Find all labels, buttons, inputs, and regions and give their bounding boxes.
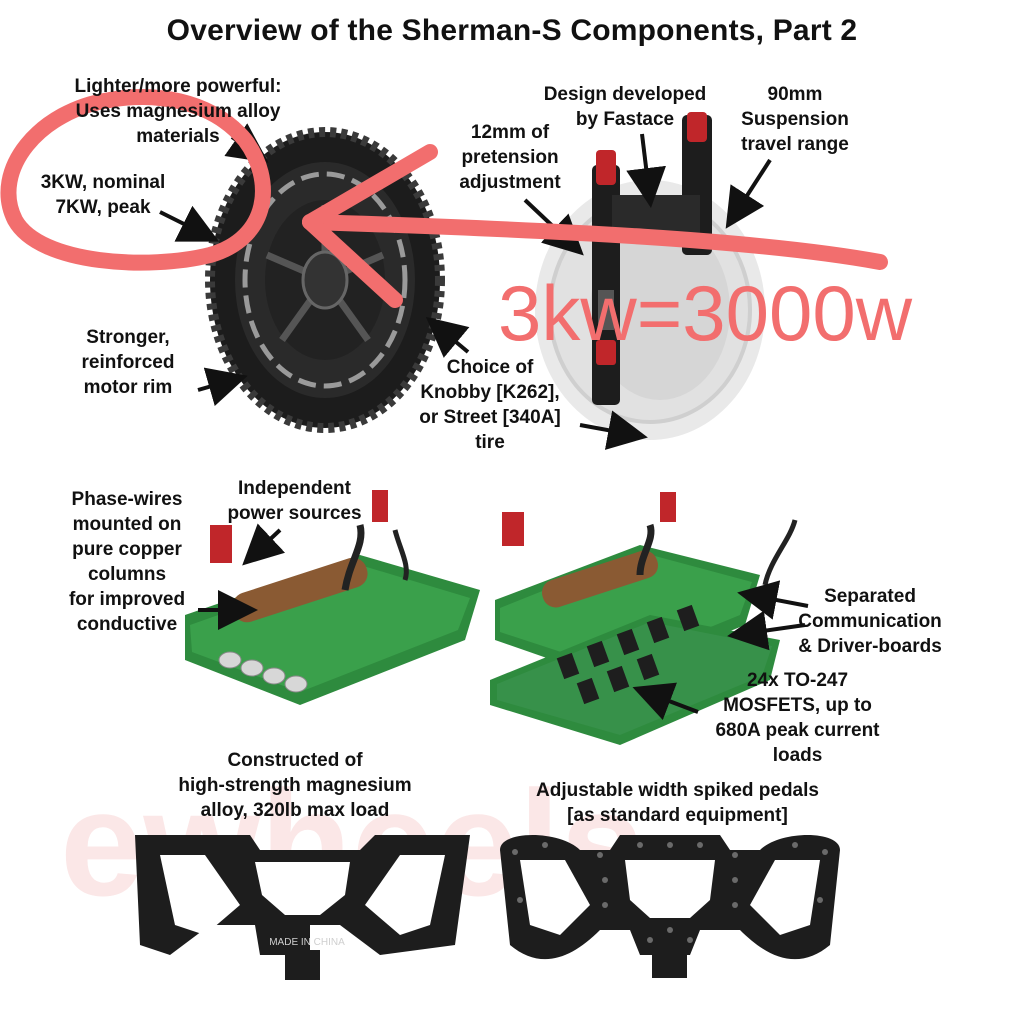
page-title: Overview of the Sherman-S Components, Pa… [166,14,858,47]
label-power-rating: 3KW, nominal 7KW, peak [40,172,166,218]
label-separated-boards: Separated Communication & Driver-boards [798,586,942,657]
label-constructed-magnesium: Constructed of high-strength magnesium a… [178,750,412,821]
magnesium-pedals-image [135,835,470,980]
controller-board-right-image [490,492,798,745]
label-pretension: 12mm of pretension adjustment [459,122,561,193]
label-design-fastace: Design developed by Fastace [543,84,707,130]
label-tire-choice: Choice of Knobby [K262], or Street [340A… [419,357,561,453]
pedal-stamp-text: MADE IN CHINA [269,937,345,948]
label-phase-wires: Phase-wires mounted on pure copper colum… [68,489,186,635]
annotation-3kw: 3kw=3000w [498,269,913,357]
label-lighter-powerful: Lighter/more powerful: Uses magnesium al… [74,76,282,147]
label-independent-power: Independent power sources [227,478,362,524]
label-suspension-travel: 90mm Suspension travel range [741,84,849,155]
red-annotation-circle [0,88,271,271]
red-annotation-arrow [302,144,888,308]
spiked-pedals-image [500,835,840,978]
suspension-image [535,112,765,440]
label-motor-rim: Stronger, reinforced motor rim [81,327,175,398]
label-mosfets: 24x TO-247 MOSFETS, up to 680A peak curr… [715,670,880,766]
label-spiked-pedals: Adjustable width spiked pedals [as stand… [536,780,819,826]
controller-board-left-image [185,490,480,705]
